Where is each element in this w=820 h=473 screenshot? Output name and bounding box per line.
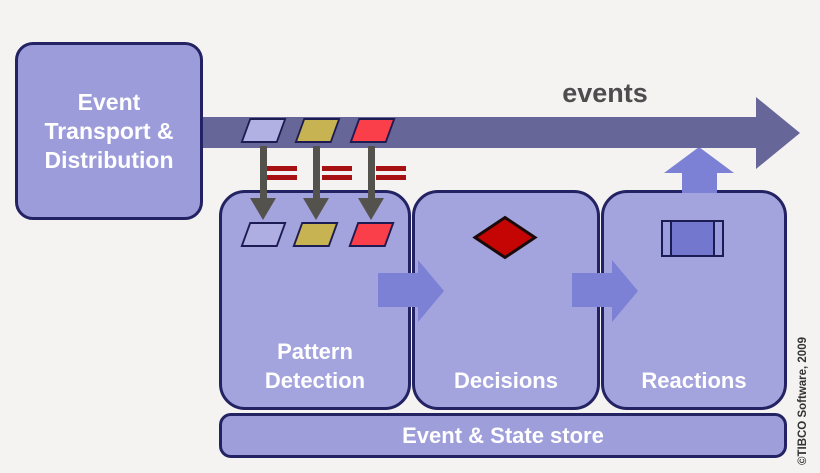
equals-bar [322, 175, 352, 180]
reaction-process-icon-inner [670, 222, 715, 255]
copyright-text: ©TIBCO Software, 2009 [797, 337, 809, 465]
down-arrow-head-icon [250, 198, 276, 220]
events-flow-label: events [562, 78, 648, 108]
equals-bar [267, 166, 297, 171]
pattern-label-line1: Pattern [277, 339, 353, 364]
reactions-label: Reactions [641, 368, 747, 393]
transport-label-line3: Distribution [44, 146, 174, 173]
equals-bar [376, 166, 406, 171]
red-equals-marker-icon [322, 166, 352, 180]
right-arrow-head-icon [612, 260, 638, 322]
transport-box-label: Event Transport & Distribution [44, 88, 173, 175]
up-arrow-shaft-icon [682, 171, 717, 193]
pattern-label-line2: Detection [264, 368, 366, 393]
down-arrow-shaft-icon [260, 146, 267, 200]
equals-bar [376, 175, 406, 180]
pattern-detection-label: Pattern Detection [222, 337, 408, 395]
transport-label-line1: Event [77, 88, 141, 115]
event-state-store-box: Event & State store [219, 413, 787, 458]
down-arrow-shaft-icon [313, 146, 320, 200]
right-arrow-body-icon [572, 273, 612, 307]
down-arrow-shaft-icon [368, 146, 375, 200]
transport-label-line2: Transport & [44, 117, 174, 144]
event-transport-distribution-box: Event Transport & Distribution [15, 42, 203, 220]
reaction-process-icon [661, 220, 724, 257]
store-box-label: Event & State store [402, 423, 604, 448]
down-arrow-head-icon [358, 198, 384, 220]
up-arrow-head-icon [664, 147, 734, 173]
red-equals-marker-icon [376, 166, 406, 180]
decisions-label: Decisions [454, 368, 558, 393]
decision-diamond-icon [472, 215, 538, 260]
right-arrow-head-icon [418, 260, 444, 322]
equals-bar [322, 166, 352, 171]
equals-bar [267, 175, 297, 180]
red-equals-marker-icon [267, 166, 297, 180]
events-flow-arrowhead-icon [756, 97, 800, 169]
right-arrow-body-icon [378, 273, 418, 307]
down-arrow-head-icon [303, 198, 329, 220]
